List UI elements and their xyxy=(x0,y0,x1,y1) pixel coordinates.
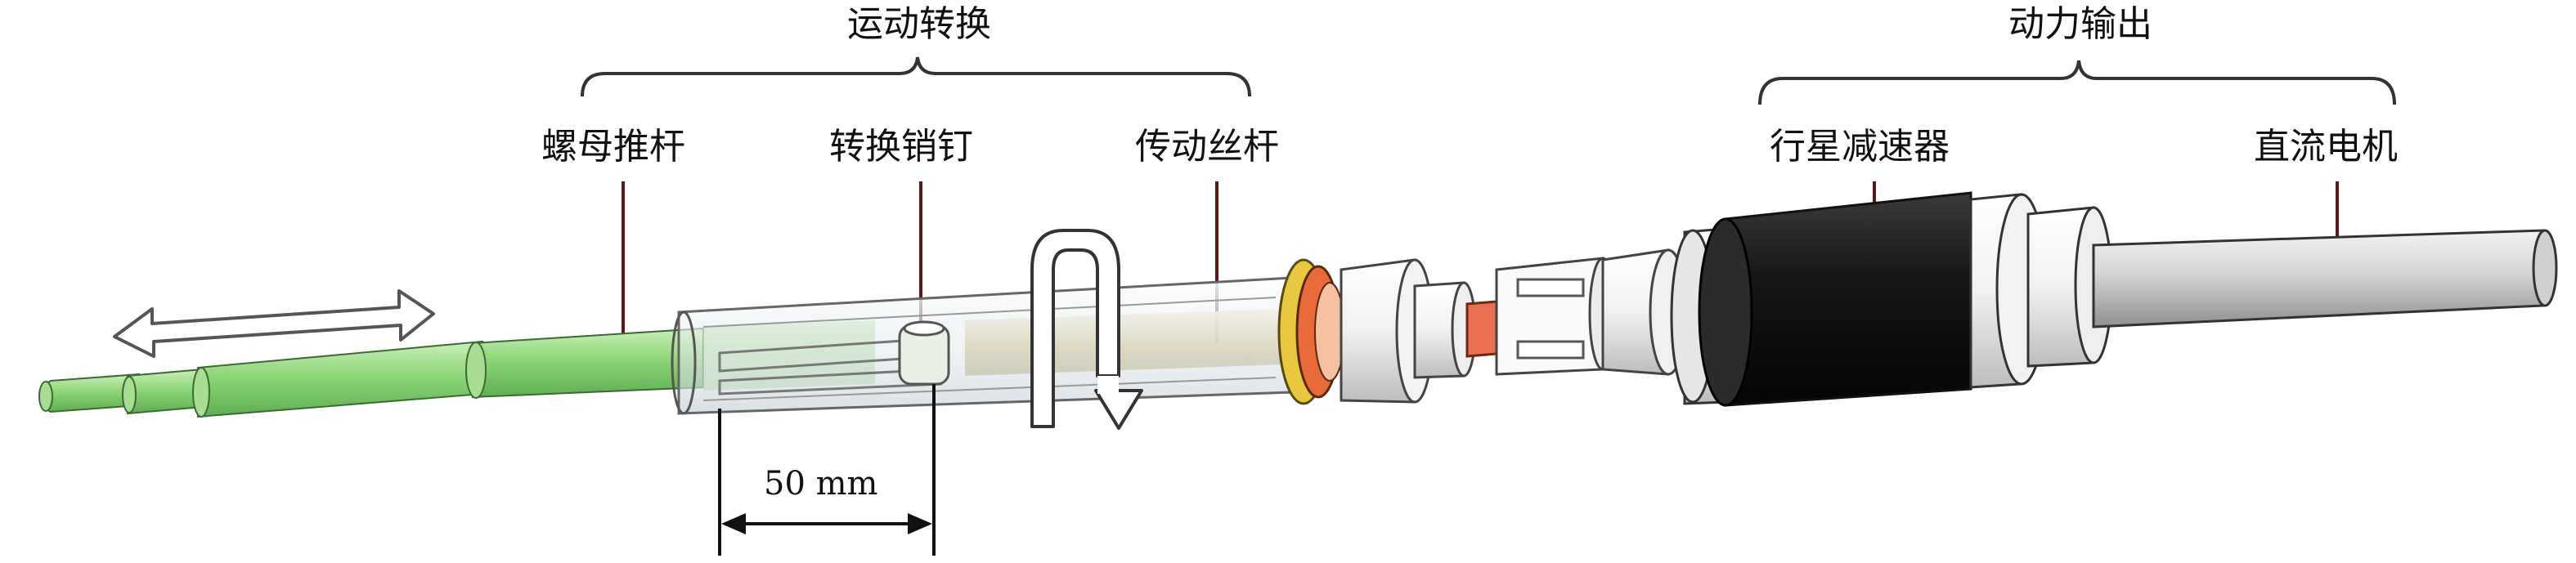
conversion-pin xyxy=(898,320,950,386)
transparent-housing xyxy=(671,276,1294,415)
group-label-power-output: 动力输出 xyxy=(2008,3,2152,45)
reducer-input-claws xyxy=(1495,248,1688,376)
dimension-label: 50 mm xyxy=(764,465,878,503)
part-label-nut-push-rod: 螺母推杆 xyxy=(541,126,685,168)
part-label-drive-screw: 传动丝杆 xyxy=(1135,126,1279,168)
nut-push-rod xyxy=(38,327,704,418)
dc-motor xyxy=(2092,229,2558,328)
output-coupling xyxy=(1340,258,1515,404)
part-label-dc-motor: 直流电机 xyxy=(2254,126,2398,168)
part-label-conversion-pin: 转换销钉 xyxy=(829,126,973,168)
dimension-50mm xyxy=(718,384,936,556)
bearing-collar xyxy=(1277,258,1345,405)
rotation-arrow xyxy=(1030,229,1143,430)
motion-conversion-bracket xyxy=(581,56,1251,97)
planetary-reducer xyxy=(1670,191,2113,407)
power-output-bracket xyxy=(1758,60,2396,105)
linear-motion-double-arrow xyxy=(113,289,435,358)
part-label-planetary-reducer: 行星减速器 xyxy=(1770,126,1950,168)
group-label-motion-conversion: 运动转换 xyxy=(847,3,991,45)
